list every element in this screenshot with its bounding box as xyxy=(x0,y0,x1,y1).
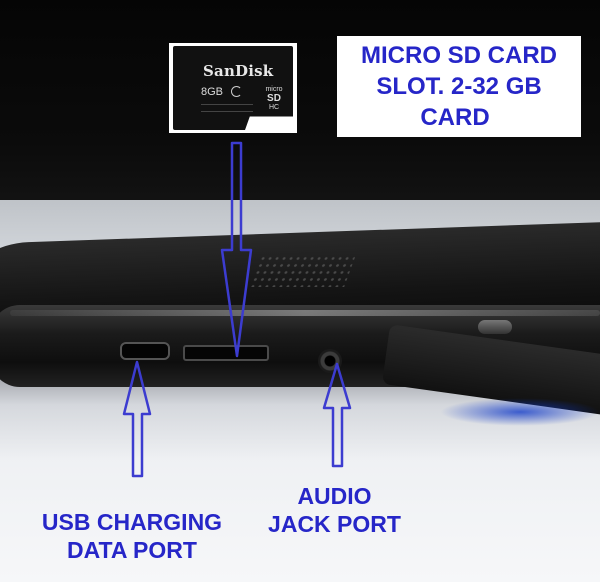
label-line-2: SLOT. 2-32 GB xyxy=(376,73,542,100)
logo-line: micro xyxy=(265,86,283,93)
usb-port-arrow xyxy=(122,360,152,478)
card-fine-print xyxy=(201,104,253,112)
usb-port xyxy=(120,342,170,360)
logo-line: SD xyxy=(267,93,281,104)
sd-card-image: SanDisk 8GB micro SD HC xyxy=(169,43,297,133)
usb-label-line-1: USB CHARGING xyxy=(41,509,223,535)
audio-jack-arrow xyxy=(322,362,352,468)
microsdhc-logo: micro SD HC xyxy=(264,86,284,112)
sd-card-capacity: 8GB xyxy=(201,86,224,98)
usb-label: USB CHARGING DATA PORT xyxy=(26,508,238,564)
sd-slot-label-box: MICRO SD CARD SLOT. 2-32 GB CARD xyxy=(337,36,581,137)
audio-label-line-2: JACK PORT xyxy=(268,511,401,537)
blue-reflection xyxy=(440,398,600,426)
side-button xyxy=(478,320,512,334)
usb-label-line-2: DATA PORT xyxy=(67,537,197,563)
speed-class-icon xyxy=(231,86,242,97)
label-line-3: CARD xyxy=(420,104,490,131)
audio-label-line-1: AUDIO xyxy=(297,483,372,509)
sd-card-brand: SanDisk xyxy=(203,62,274,80)
audio-label: AUDIO JACK PORT xyxy=(252,482,417,538)
label-line-1: MICRO SD CARD xyxy=(361,42,557,69)
sd-card-body: SanDisk 8GB micro SD HC xyxy=(173,46,293,130)
edge-highlight xyxy=(10,310,600,316)
logo-line: HC xyxy=(268,104,280,111)
sd-slot-arrow xyxy=(220,141,253,358)
micro-sd-slot xyxy=(183,345,269,361)
